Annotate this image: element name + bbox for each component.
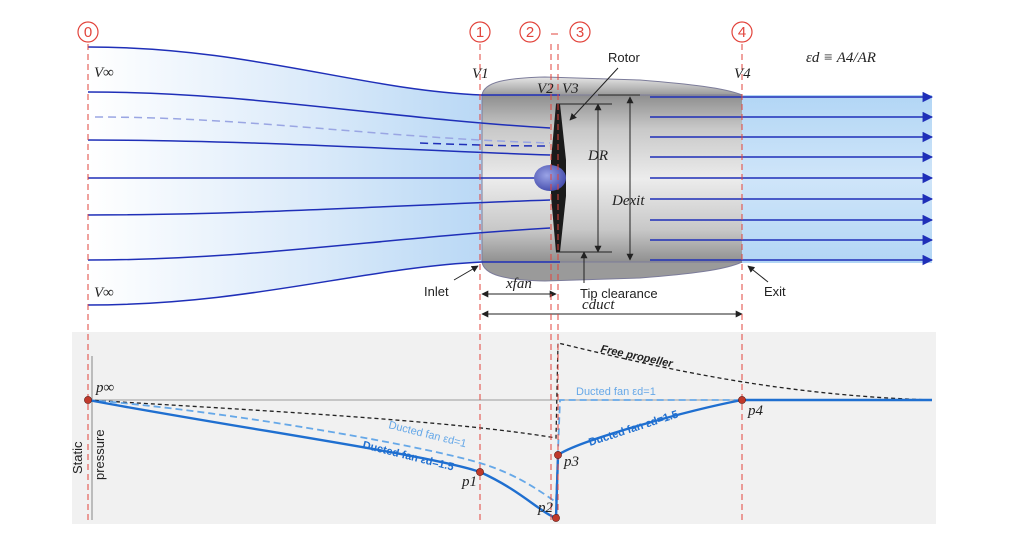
point-p3 bbox=[554, 451, 562, 459]
inflow-streamtube bbox=[88, 47, 482, 305]
label-tip-clearance: Tip clearance bbox=[580, 286, 658, 301]
label-v-inf-top: V∞ bbox=[94, 65, 114, 81]
label-p2: p2 bbox=[537, 500, 554, 516]
streamline-top bbox=[87, 46, 560, 96]
label-p-inf: p∞ bbox=[95, 380, 115, 396]
y-axis-label-line2: pressure bbox=[92, 429, 107, 480]
station-1: 1 bbox=[476, 24, 484, 41]
label-c-duct: cduct bbox=[582, 297, 615, 313]
label-d-rotor: DR bbox=[587, 148, 608, 164]
pressure-curves bbox=[87, 342, 933, 520]
label-d-exit: Dexit bbox=[611, 193, 645, 209]
rotor-hub bbox=[534, 165, 566, 191]
point-p4 bbox=[738, 396, 746, 404]
curve-free-propeller bbox=[87, 342, 933, 439]
duct-bottom-lip bbox=[481, 261, 743, 282]
streamline-dashed-light bbox=[94, 116, 551, 144]
station-4: 4 bbox=[738, 24, 746, 41]
streamline-dashed-dark bbox=[419, 142, 551, 147]
station-0: 0 bbox=[84, 24, 92, 41]
y-axis-label-line1: Static bbox=[70, 441, 85, 474]
pressure-points bbox=[84, 396, 746, 522]
label-exit: Exit bbox=[764, 284, 786, 299]
label-x-fan: xfan bbox=[505, 276, 532, 292]
label-inlet: Inlet bbox=[424, 284, 449, 299]
point-p1 bbox=[476, 468, 484, 476]
label-p4: p4 bbox=[747, 403, 764, 419]
label-v1: V1 bbox=[472, 66, 489, 82]
curve-ducted-eps15 bbox=[87, 398, 932, 520]
flow-diagram bbox=[87, 46, 934, 318]
equation: εd ≡ A4/AR bbox=[806, 50, 876, 66]
label-v3: V3 bbox=[562, 81, 579, 97]
label-rotor: Rotor bbox=[608, 50, 640, 65]
streamlines bbox=[87, 46, 560, 306]
station-2: 2 bbox=[526, 24, 534, 41]
label-p3: p3 bbox=[563, 454, 579, 470]
pressure-panel bbox=[72, 332, 936, 524]
station-3: 3 bbox=[576, 24, 584, 41]
label-v-inf-bottom: V∞ bbox=[94, 285, 114, 301]
station-markers: 0 1 2 3 4 bbox=[77, 21, 753, 43]
streamline-6 bbox=[87, 227, 551, 261]
curve-ducted-eps1 bbox=[87, 399, 932, 504]
point-p-inf bbox=[84, 396, 92, 404]
label-v4: V4 bbox=[734, 66, 751, 82]
exit-jet bbox=[742, 95, 932, 263]
streamline-2 bbox=[87, 91, 551, 129]
exit-jet-arrows bbox=[650, 91, 934, 266]
label-v2: V2 bbox=[537, 81, 554, 97]
duct-body bbox=[482, 95, 742, 263]
streamline-3 bbox=[87, 139, 551, 156]
streamline-bottom bbox=[87, 261, 560, 306]
dimension-lines bbox=[453, 67, 769, 318]
point-p2 bbox=[552, 514, 560, 522]
label-ducted-eps1-upper: Ducted fan εd=1 bbox=[576, 386, 656, 398]
label-p1: p1 bbox=[461, 474, 477, 490]
streamline-5 bbox=[87, 199, 551, 216]
duct-top-lip bbox=[481, 76, 743, 96]
